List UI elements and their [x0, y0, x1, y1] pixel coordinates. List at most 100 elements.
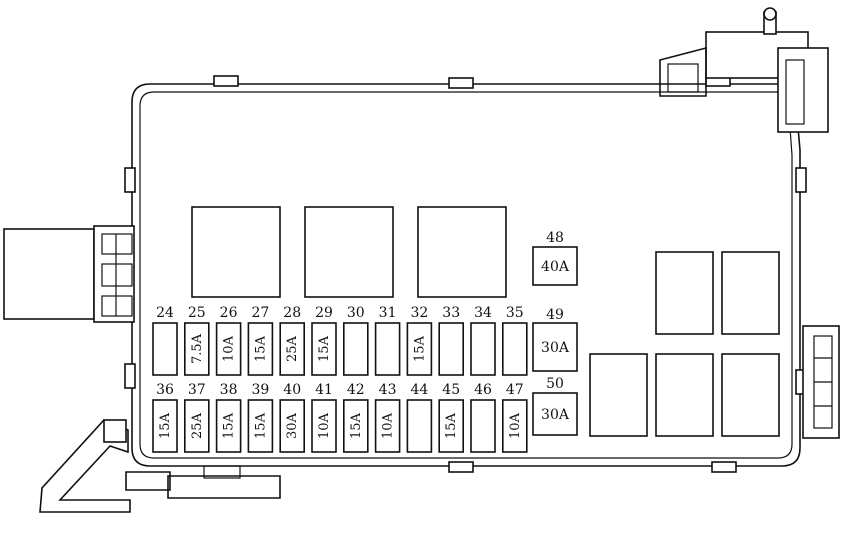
fuse-38: 38 15A	[215, 382, 242, 453]
fuse-48: 48 40A	[532, 230, 578, 286]
fuse-number: 35	[506, 305, 524, 321]
mounting-bracket	[39, 419, 281, 513]
fuse-number: 33	[442, 305, 460, 321]
fuse-box-housing	[131, 83, 801, 467]
fuse-slot	[215, 399, 242, 453]
relay-socket	[417, 206, 507, 298]
fuse-number: 48	[546, 230, 564, 246]
fuse-number: 31	[379, 305, 397, 321]
fuse-33: 33	[438, 305, 465, 376]
fuse-slot	[470, 322, 496, 376]
fuse-slot	[501, 399, 528, 453]
fuse-39: 39 15A	[247, 382, 274, 453]
fuse-number: 41	[315, 382, 333, 398]
right-connector	[802, 325, 840, 439]
fuse-number: 44	[410, 382, 428, 398]
fuse-27: 27 15A	[247, 305, 274, 376]
fuse-number: 37	[188, 382, 206, 398]
fuse-rating: 10A	[381, 412, 396, 439]
fuse-slot	[279, 322, 306, 376]
fuse-24: 24	[152, 305, 178, 376]
fuse-slot	[374, 322, 401, 376]
fuse-28: 28 25A	[279, 305, 306, 376]
fuse-number: 24	[156, 305, 174, 321]
housing-clip	[124, 167, 136, 193]
fuse-number: 47	[506, 382, 524, 398]
relay-socket	[304, 206, 394, 298]
relay-socket	[655, 353, 714, 437]
fuse-slot	[501, 322, 528, 376]
relay-socket	[589, 353, 648, 437]
fuse-rating: 15A	[253, 412, 268, 439]
fuse-slot	[406, 322, 433, 376]
fuse-number: 45	[442, 382, 460, 398]
fuse-number: 25	[188, 305, 206, 321]
fuse-number: 39	[251, 382, 269, 398]
fuse-slot	[438, 399, 465, 453]
fuse-rating: 10A	[508, 412, 523, 439]
fuse-slot	[152, 322, 178, 376]
fuse-slot	[184, 322, 210, 376]
housing-clip	[448, 461, 474, 473]
fuse-rating: 30A	[541, 340, 570, 356]
lower-fuse-row: 3615A3725A3815A3915A4030A4110A4215A4310A…	[152, 382, 528, 453]
relay-socket	[191, 206, 281, 298]
housing-clip	[795, 167, 807, 193]
fuse-34: 34	[470, 305, 496, 376]
housing-clip	[711, 461, 737, 473]
fuse-rating: 15A	[412, 335, 427, 362]
fuse-slot	[215, 322, 242, 376]
fuse-number: 36	[156, 382, 174, 398]
fuse-number: 49	[546, 307, 564, 323]
fuse-number: 28	[283, 305, 301, 321]
fuse-slot	[532, 246, 578, 286]
relay-socket	[721, 353, 780, 437]
fuse-44: 44	[406, 382, 433, 453]
fuse-rating: 10A	[222, 335, 237, 362]
fuse-42: 42 15A	[342, 382, 369, 453]
fuse-number: 29	[315, 305, 333, 321]
fuse-rating: 30A	[541, 407, 570, 423]
fuse-rating: 15A	[158, 412, 173, 439]
fuse-rating: 40A	[541, 259, 570, 275]
fuse-slot	[532, 392, 578, 436]
fuse-slot	[184, 399, 210, 453]
fuse-slot	[374, 399, 401, 453]
fuse-30: 30	[342, 305, 369, 376]
relay-socket	[721, 251, 780, 335]
fuse-slot	[406, 399, 433, 453]
large-fuse-column: 48 40A 49 30A 50 30A	[532, 230, 578, 436]
fuse-slot	[470, 399, 496, 453]
fuse-49: 49 30A	[532, 307, 578, 372]
fuse-box-inner-outline	[139, 91, 793, 459]
fuse-slot	[247, 322, 274, 376]
relay-socket	[655, 251, 714, 335]
fuse-number: 42	[347, 382, 365, 398]
fuse-slot	[532, 322, 578, 372]
fuse-rating: 15A	[253, 335, 268, 362]
fuse-slot	[311, 322, 337, 376]
housing-clip	[124, 363, 136, 389]
fuse-rating: 15A	[222, 412, 237, 439]
fuse-35: 35	[501, 305, 528, 376]
fuse-slot	[311, 399, 337, 453]
fuse-number: 34	[474, 305, 492, 321]
top-right-connector	[659, 7, 829, 133]
fuse-number: 27	[251, 305, 269, 321]
left-connector	[3, 225, 135, 323]
fuse-rating: 25A	[285, 335, 300, 362]
fuse-rating: 15A	[349, 412, 364, 439]
fuse-slot	[342, 322, 369, 376]
fuse-number: 38	[220, 382, 238, 398]
fuse-number: 50	[546, 376, 564, 392]
fuse-31: 31	[374, 305, 401, 376]
fuse-50: 50 30A	[532, 376, 578, 436]
